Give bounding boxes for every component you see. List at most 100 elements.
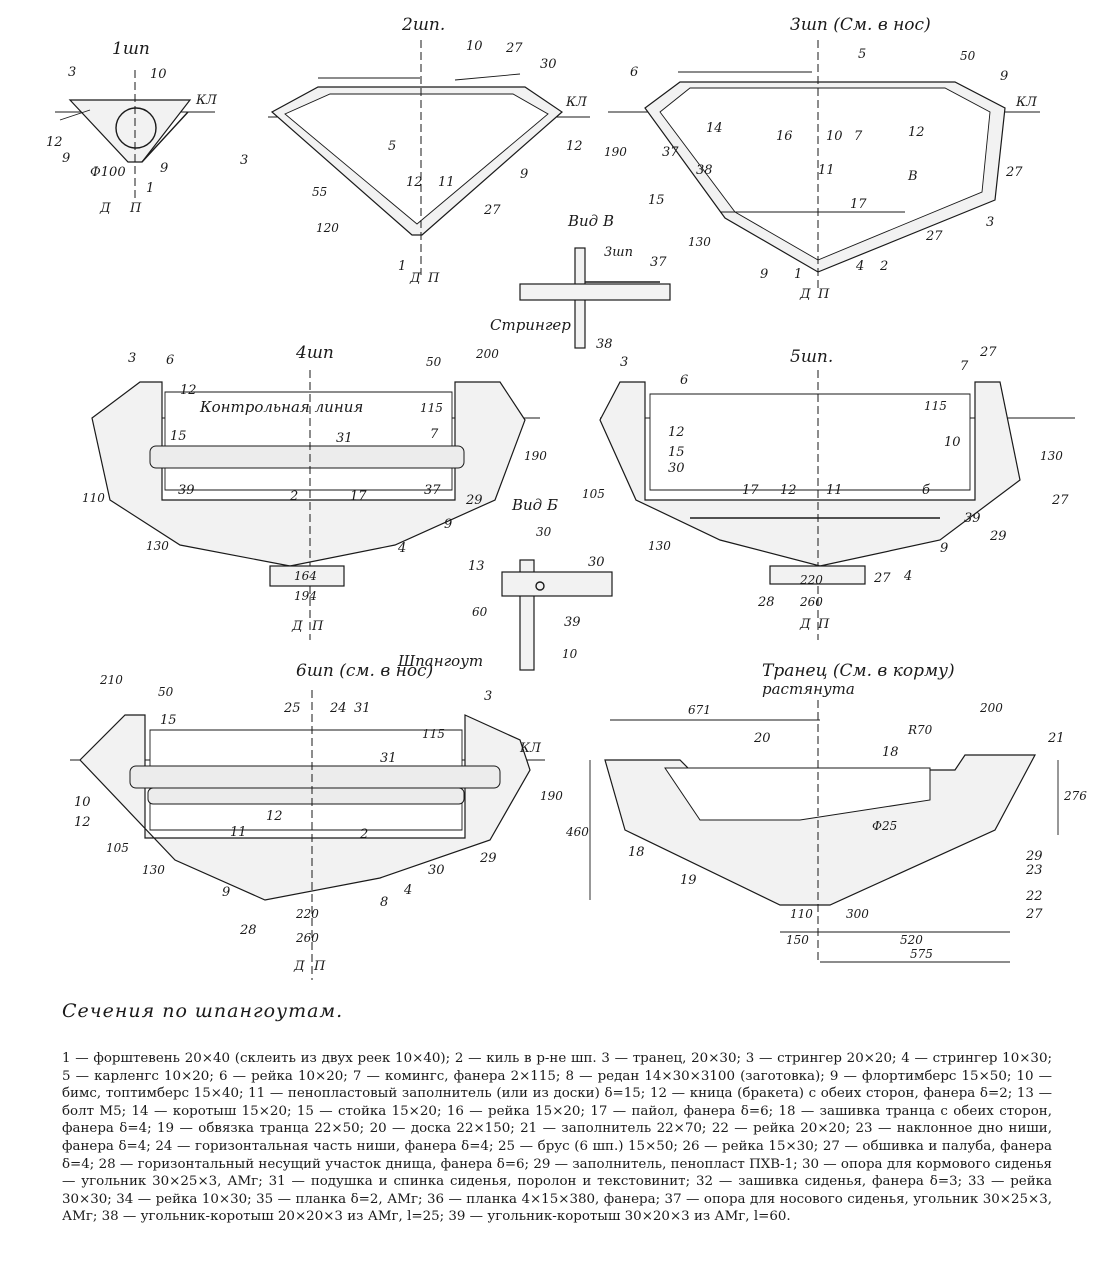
svg-text:13: 13 xyxy=(468,559,485,574)
svg-text:4: 4 xyxy=(855,259,864,274)
svg-text:37: 37 xyxy=(662,145,679,160)
section-3-labels: 5 50 6 9 КЛ 14 16 10 7 12 190 37 38 15 1… xyxy=(604,47,1038,302)
svg-text:39: 39 xyxy=(964,511,981,526)
svg-text:164: 164 xyxy=(294,569,317,583)
svg-text:Стрингер: Стрингер xyxy=(490,316,571,334)
svg-text:29: 29 xyxy=(1025,849,1043,864)
svg-text:15: 15 xyxy=(648,193,665,208)
section-frame-5: 5шп. 3 6 27 7 115 12 15 30 10 130 б 105 … xyxy=(582,345,1075,640)
svg-text:П: П xyxy=(129,201,142,216)
svg-text:200: 200 xyxy=(475,347,499,361)
svg-text:5: 5 xyxy=(858,47,866,62)
svg-text:П: П xyxy=(427,271,440,286)
svg-text:9: 9 xyxy=(760,267,768,282)
svg-text:115: 115 xyxy=(422,727,445,741)
svg-text:11: 11 xyxy=(818,163,835,178)
section-6-labels: 210 50 15 25 24 31 115 3 КЛ 190 10 12 10… xyxy=(74,673,563,974)
svg-text:10: 10 xyxy=(562,647,578,661)
svg-text:20: 20 xyxy=(753,731,771,746)
svg-text:27: 27 xyxy=(505,41,523,56)
svg-text:27: 27 xyxy=(925,229,943,244)
svg-text:12: 12 xyxy=(74,815,91,830)
svg-text:Д: Д xyxy=(291,619,303,634)
svg-text:1: 1 xyxy=(146,181,154,196)
svg-text:37: 37 xyxy=(650,255,667,270)
transom-section: Транец (См. в корму) растянута 671 200 2… xyxy=(565,661,1087,963)
svg-text:39: 39 xyxy=(564,615,581,630)
svg-text:12: 12 xyxy=(908,125,925,140)
view-v-detail: Вид В 3шп 37 Стрингер 38 xyxy=(490,212,671,352)
svg-text:3: 3 xyxy=(484,689,492,704)
svg-text:27: 27 xyxy=(1025,907,1043,922)
svg-text:Шпангоут: Шпангоут xyxy=(397,652,483,670)
svg-text:190: 190 xyxy=(524,449,547,463)
svg-text:105: 105 xyxy=(582,487,605,501)
svg-text:П: П xyxy=(311,619,324,634)
svg-text:КЛ: КЛ xyxy=(195,93,218,108)
svg-text:1: 1 xyxy=(794,267,802,282)
svg-text:Д: Д xyxy=(409,271,421,286)
svg-text:15: 15 xyxy=(160,713,177,728)
svg-text:27: 27 xyxy=(1051,493,1069,508)
svg-text:50: 50 xyxy=(158,685,174,699)
svg-text:276: 276 xyxy=(1063,789,1087,803)
svg-text:Д: Д xyxy=(799,287,811,302)
svg-text:17: 17 xyxy=(742,483,759,498)
svg-text:130: 130 xyxy=(1040,449,1063,463)
svg-text:9: 9 xyxy=(160,161,168,176)
svg-text:130: 130 xyxy=(648,539,671,553)
svg-text:28: 28 xyxy=(239,923,257,938)
section-4-title: 4шп xyxy=(295,343,334,363)
svg-text:Ф25: Ф25 xyxy=(872,819,897,833)
svg-text:23: 23 xyxy=(1025,863,1043,878)
svg-text:4: 4 xyxy=(397,541,406,556)
svg-text:29: 29 xyxy=(989,529,1007,544)
svg-text:110: 110 xyxy=(790,907,813,921)
svg-text:520: 520 xyxy=(900,933,923,947)
svg-text:6: 6 xyxy=(166,353,174,368)
svg-text:10: 10 xyxy=(466,39,483,54)
svg-text:Контрольная линия: Контрольная линия xyxy=(199,398,363,416)
svg-text:25: 25 xyxy=(283,701,301,716)
svg-text:50: 50 xyxy=(426,355,442,369)
svg-text:31: 31 xyxy=(354,701,371,716)
svg-text:14: 14 xyxy=(706,121,723,136)
svg-text:27: 27 xyxy=(873,571,891,586)
svg-text:30: 30 xyxy=(428,863,445,878)
svg-text:1: 1 xyxy=(398,259,406,274)
svg-text:115: 115 xyxy=(420,401,443,415)
svg-text:12: 12 xyxy=(406,175,423,190)
svg-text:27: 27 xyxy=(979,345,997,360)
section-frame-3: 3шп (См. в нос) 5 50 6 9 КЛ 14 16 10 7 1… xyxy=(604,15,1040,302)
svg-text:Д: Д xyxy=(99,201,111,216)
svg-text:2: 2 xyxy=(879,259,888,274)
section-6-title: 6шп (см. в нос) xyxy=(296,661,433,681)
transom-title: Транец (См. в корму) xyxy=(762,661,955,681)
svg-text:115: 115 xyxy=(924,399,947,413)
svg-text:9: 9 xyxy=(62,151,70,166)
svg-text:3: 3 xyxy=(986,215,994,230)
svg-text:260: 260 xyxy=(295,931,319,945)
svg-text:110: 110 xyxy=(82,491,105,505)
svg-text:120: 120 xyxy=(316,221,339,235)
view-b-title: Вид Б xyxy=(511,496,558,514)
svg-text:3: 3 xyxy=(128,351,136,366)
svg-text:38: 38 xyxy=(696,163,713,178)
svg-text:671: 671 xyxy=(688,703,711,717)
svg-text:190: 190 xyxy=(604,145,627,159)
section-3-title: 3шп (См. в нос) xyxy=(790,15,931,35)
svg-text:9: 9 xyxy=(940,541,948,556)
svg-text:П: П xyxy=(817,617,830,632)
svg-text:220: 220 xyxy=(295,907,319,921)
figure-caption: Сечения по шпангоутам. xyxy=(62,1000,344,1022)
svg-text:30: 30 xyxy=(588,555,605,570)
svg-text:3: 3 xyxy=(68,65,76,80)
svg-text:3: 3 xyxy=(620,355,628,370)
svg-text:105: 105 xyxy=(106,841,129,855)
svg-text:220: 220 xyxy=(799,573,823,587)
svg-text:11: 11 xyxy=(826,483,843,498)
svg-text:60: 60 xyxy=(472,605,488,619)
svg-text:11: 11 xyxy=(230,825,247,840)
transom-subtitle: растянута xyxy=(762,680,855,698)
